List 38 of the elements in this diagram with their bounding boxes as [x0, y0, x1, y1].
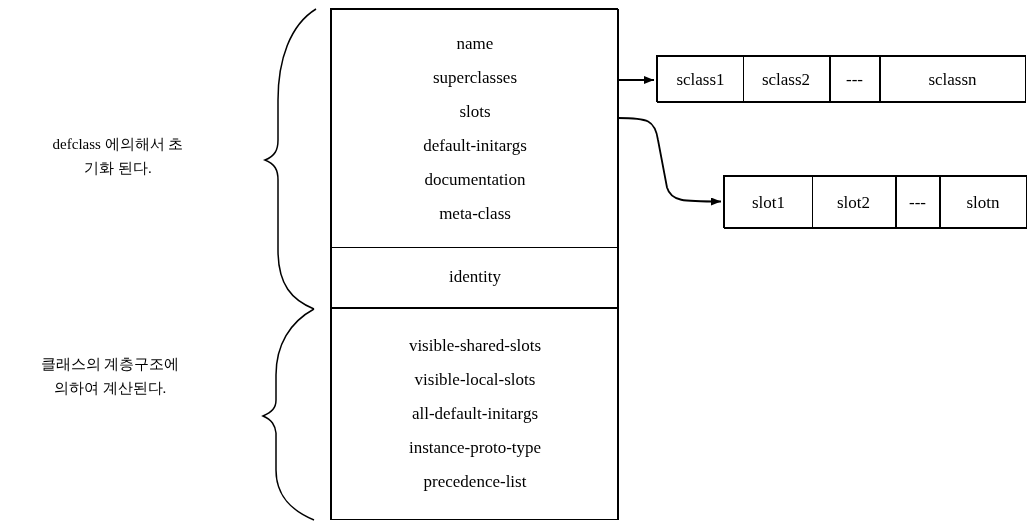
field-name: meta-class: [439, 202, 511, 225]
array-cell: [742, 56, 830, 103]
array-cell: [657, 56, 744, 103]
field-name: instance-proto-type: [408, 436, 542, 459]
field-name: sclassn: [928, 68, 977, 91]
field-name: ---: [846, 68, 863, 91]
field-name: slot2: [836, 191, 871, 214]
arrow: [617, 76, 655, 84]
field-name: sclass2: [761, 68, 811, 91]
record-section: [331, 307, 619, 520]
record-section: [331, 246, 619, 308]
record-section: [331, 9, 619, 248]
field-name: sclass1: [676, 68, 725, 91]
field-name: slotn: [966, 191, 1000, 214]
class-record-box: [330, 8, 618, 520]
array-cell: [829, 56, 880, 103]
annotation-text: defclass 에의해서 초기화 된다.: [51, 135, 185, 178]
array-box: [723, 175, 1027, 228]
field-name: superclasses: [433, 66, 517, 89]
field-name: precedence-list: [423, 470, 527, 493]
array-cell: [724, 176, 813, 229]
arrow: [617, 117, 722, 206]
array-cell: [895, 176, 940, 229]
annotation-text: 클래스의 계층구조에 의하여 계산된다.: [40, 355, 180, 398]
field-name: identity: [449, 266, 501, 288]
field-name: slot1: [751, 191, 786, 214]
field-name: all-default-initargs: [411, 402, 539, 425]
array-box: [656, 55, 1026, 102]
field-name: ---: [909, 191, 926, 214]
field-name: documentation: [424, 168, 526, 191]
field-name: visible-shared-slots: [408, 334, 542, 357]
array-cell: [879, 56, 1026, 103]
array-cell: [811, 176, 896, 229]
field-name: visible-local-slots: [414, 368, 536, 391]
field-name: slots: [459, 100, 491, 123]
field-name: default-initargs: [423, 134, 527, 157]
array-cell: [939, 176, 1027, 229]
field-name: name: [456, 32, 494, 55]
